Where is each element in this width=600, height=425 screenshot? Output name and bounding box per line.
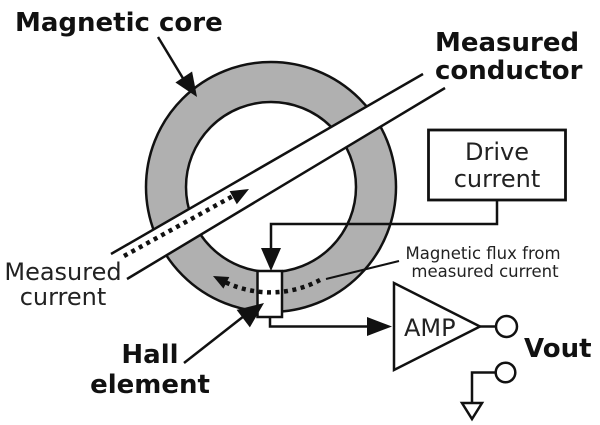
- magnetic-core-pointer-line: [156, 36, 186, 81]
- magnetic-flux-pointer-line: [325, 260, 400, 280]
- drive-current-arrowhead-icon: [261, 248, 281, 271]
- magnetic-flux-dotted-arc: [221, 278, 322, 295]
- vout-terminal-circle: [494, 314, 519, 339]
- hall-element-label-line2: element: [90, 370, 210, 400]
- measured-current-label-line2: current: [20, 283, 107, 311]
- drive-current-wire: [269, 200, 499, 250]
- measured-current-arrowhead-icon: [229, 189, 249, 205]
- amp-label: AMP: [404, 314, 456, 342]
- amp-input-arrowhead-icon: [367, 317, 392, 336]
- hall-element-arrowhead-icon: [236, 303, 264, 328]
- hall-element-pointer-line: [183, 315, 245, 364]
- magnetic-flux-label-line1: Magnetic flux from: [405, 244, 560, 263]
- conductor-edge-top: [110, 72, 424, 256]
- magnetic-core-arrowhead-icon: [175, 71, 197, 97]
- vout-label: Vout: [524, 334, 592, 364]
- measured-conductor-band: [111, 74, 445, 279]
- amp-triangle: [392, 280, 483, 373]
- ground-wire: [470, 371, 496, 403]
- ground-terminal-circle: [494, 361, 517, 384]
- measured-current-dotted-line: [122, 194, 235, 258]
- magnetic-flux-label-line2: measured current: [411, 262, 559, 281]
- magnetic-core-label: Magnetic core: [15, 8, 223, 38]
- drive-current-label-line1: Drive: [465, 138, 529, 166]
- measured-current-label-line1: Measured: [4, 258, 121, 286]
- hall-output-wire: [268, 317, 367, 328]
- measured-conductor-label-line1: Measured: [435, 28, 579, 58]
- measured-conductor-label-line2: conductor: [435, 56, 583, 86]
- ground-symbol-icon: [459, 401, 485, 422]
- hall-element-label-line1: Hall: [121, 340, 178, 370]
- drive-current-label-line2: current: [454, 165, 541, 193]
- magnetic-flux-arrowhead-icon: [213, 276, 230, 289]
- conductor-edge-bottom: [126, 86, 446, 281]
